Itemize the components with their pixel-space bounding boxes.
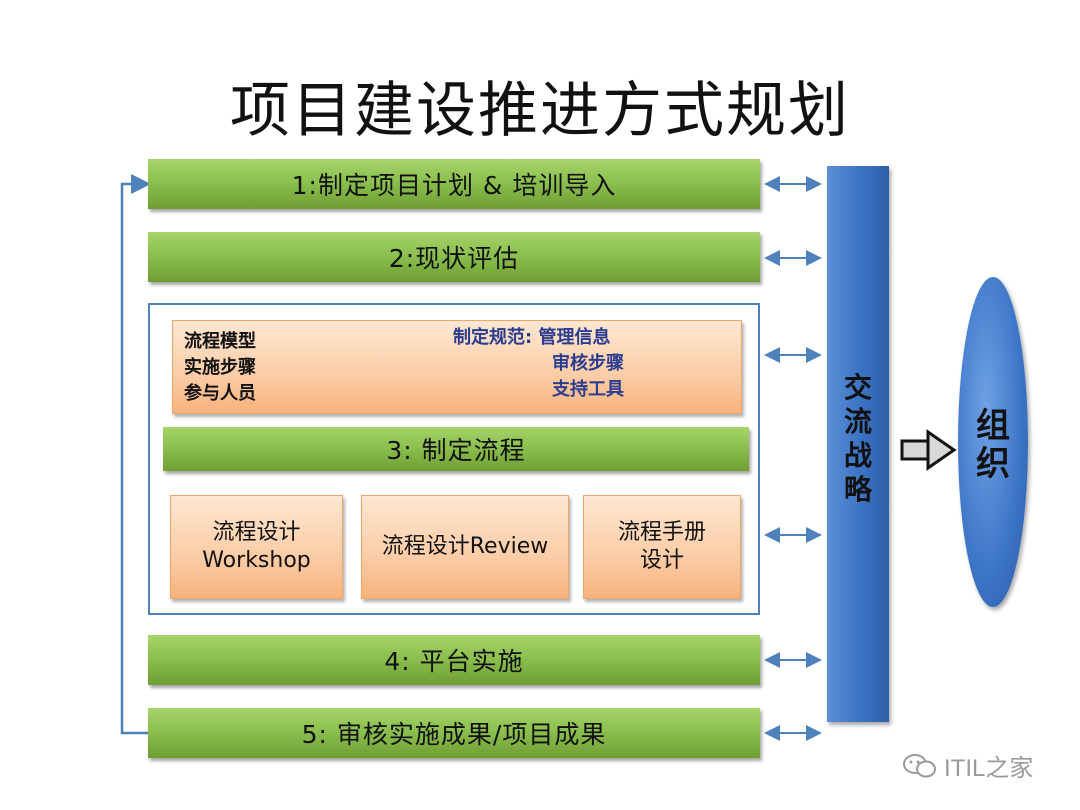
feedback-loop-arrow xyxy=(120,174,151,735)
wechat-icon xyxy=(903,753,936,777)
organization-label: 组织 xyxy=(976,406,1010,484)
step-2-label: 2:现状评估 xyxy=(388,244,520,273)
step-3-bar: 3: 制定流程 xyxy=(163,427,749,471)
step-1-bar: 1:制定项目计划 & 培训导入 xyxy=(148,159,760,209)
info-right-item: 支持工具 xyxy=(552,379,624,400)
step-4-bar: 4: 平台实施 xyxy=(148,635,760,685)
info-right-item: 制定规范: 管理信息 xyxy=(453,327,611,348)
info-left-item: 流程模型 xyxy=(184,331,256,352)
step-3-label: 3: 制定流程 xyxy=(386,436,526,465)
communication-strategy-bar: 交流战略 xyxy=(827,166,889,722)
process-box-line1: 流程设计 xyxy=(212,520,301,545)
step-1-label: 1:制定项目计划 & 培训导入 xyxy=(291,171,617,200)
step-2-bar: 2:现状评估 xyxy=(148,232,760,282)
organization-ellipse: 组织 xyxy=(958,277,1028,607)
process-box-line1: 流程手册 xyxy=(617,520,706,545)
step-4-label: 4: 平台实施 xyxy=(384,647,524,676)
process-box-manual: 流程手册 设计 xyxy=(583,495,741,599)
strategy-text: 交流战略 xyxy=(844,371,873,506)
process-box-line2: 设计 xyxy=(639,548,684,573)
info-left-item: 实施步骤 xyxy=(184,357,256,378)
process-box-workshop: 流程设计 Workshop xyxy=(170,495,343,599)
process-info-box: 流程模型 实施步骤 参与人员 制定规范: 管理信息 审核步骤 支持工具 xyxy=(172,320,742,414)
info-right-list: 制定规范: 管理信息 审核步骤 支持工具 xyxy=(453,325,624,403)
process-box-line1: 流程设计Review xyxy=(381,534,549,559)
page-title: 项目建设推进方式规划 xyxy=(230,76,850,146)
process-box-line2: Workshop xyxy=(202,548,311,573)
watermark: ITIL之家 xyxy=(902,748,1033,783)
communication-strategy-label: 交流战略 xyxy=(827,371,889,507)
step-5-label: 5: 审核实施成果/项目成果 xyxy=(301,720,607,749)
info-right-item: 审核步骤 xyxy=(552,353,624,374)
info-left-item: 参与人员 xyxy=(184,383,256,404)
big-arrow xyxy=(900,429,957,471)
process-box-review: 流程设计Review xyxy=(361,495,569,599)
info-left-list: 流程模型 实施步骤 参与人员 xyxy=(184,329,256,407)
step-3-frame: 流程模型 实施步骤 参与人员 制定规范: 管理信息 审核步骤 支持工具 3: 制… xyxy=(148,303,760,615)
watermark-text: ITIL之家 xyxy=(944,755,1034,782)
step-5-bar: 5: 审核实施成果/项目成果 xyxy=(148,708,760,758)
